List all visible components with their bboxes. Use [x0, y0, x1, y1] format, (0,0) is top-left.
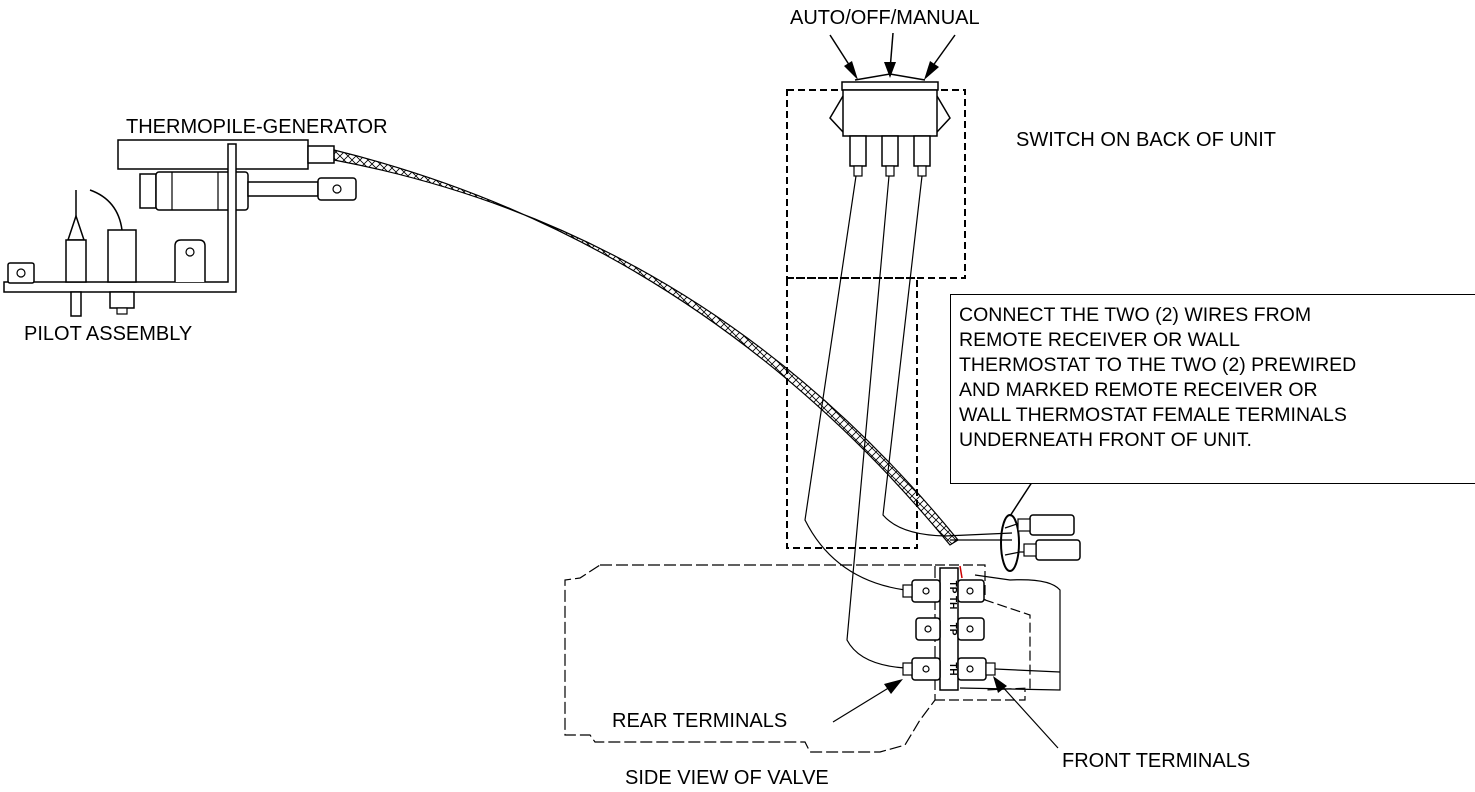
pilot-igniter — [107, 229, 137, 283]
front-terminals-label: FRONT TERMINALS — [1062, 750, 1250, 772]
terminal-mark-th: TH — [947, 662, 958, 675]
note-line: REMOTE RECEIVER OR WALL — [959, 329, 1240, 351]
valve-body-outline — [564, 564, 936, 753]
front-terminals-callout: FRONT TERMINALS — [993, 676, 1250, 772]
gas-valve: TP TH TP TH — [564, 564, 1061, 753]
wire-dashed-outline — [786, 277, 918, 549]
rear-terminals — [902, 579, 941, 681]
note-line: UNDERNEATH FRONT OF UNIT. — [959, 429, 1252, 451]
switch-positions-label: AUTO/OFF/MANUAL — [790, 7, 980, 29]
rear-terminals-callout: REAR TERMINALS — [612, 679, 903, 732]
switch-terminals — [849, 135, 931, 177]
wire-tie-loop — [1000, 514, 1020, 572]
switch-body — [842, 89, 938, 137]
rear-terminals-label: REAR TERMINALS — [612, 710, 787, 732]
thermopile-lead-tab — [317, 177, 357, 201]
pilot-assembly-label: PILOT ASSEMBLY — [24, 323, 192, 345]
note-line: AND MARKED REMOTE RECEIVER OR — [959, 379, 1318, 401]
instruction-note-text: CONNECT THE TWO (2) WIRES FROM REMOTE RE… — [959, 303, 1459, 453]
valve-view-label: SIDE VIEW OF VALVE — [625, 767, 829, 789]
front-terminals — [957, 579, 996, 681]
switch-rocker — [841, 81, 939, 91]
switch-position-arrows — [829, 32, 956, 80]
note-line: WALL THERMOSTAT FEMALE TERMINALS — [959, 404, 1347, 426]
terminal-mark-tp: TP — [947, 623, 958, 636]
thermopile-body — [117, 139, 309, 170]
thermopile-generator: THERMOPILE-GENERATOR — [117, 116, 959, 546]
pilot-electrode — [65, 239, 87, 283]
switch-location-label: SWITCH ON BACK OF UNIT — [1016, 129, 1276, 151]
female-terminals — [1000, 469, 1081, 572]
wire-switch-middle — [846, 175, 906, 669]
terminal-mark-tp-th: TP TH — [947, 581, 958, 610]
thermopile-label: THERMOPILE-GENERATOR — [126, 116, 388, 138]
note-line: CONNECT THE TWO (2) WIRES FROM — [959, 304, 1312, 326]
pilot-assembly: PILOT ASSEMBLY — [3, 143, 237, 345]
pilot-bracket — [3, 143, 237, 293]
note-line: THERMOSTAT TO THE TWO (2) PREWIRED — [959, 354, 1357, 376]
instruction-note: CONNECT THE TWO (2) WIRES FROM REMOTE RE… — [950, 294, 1475, 484]
wire-switch-left — [804, 175, 906, 591]
switch-assembly: AUTO/OFF/MANUAL — [786, 7, 980, 279]
thermopile-braided-lead — [333, 149, 959, 546]
